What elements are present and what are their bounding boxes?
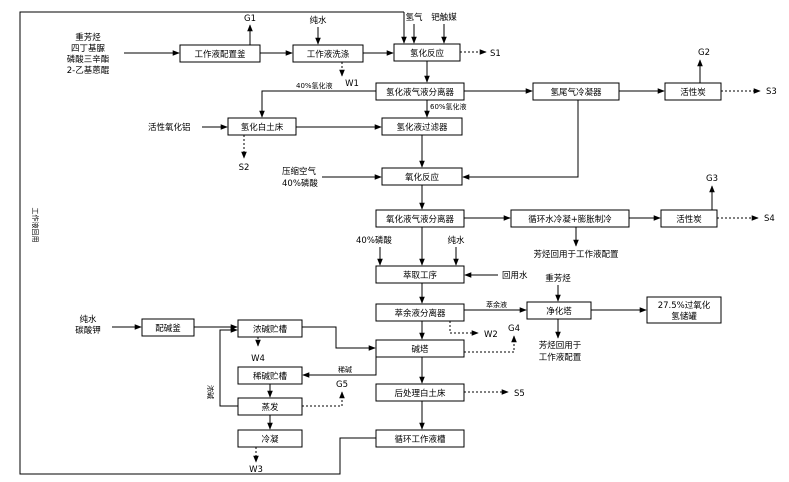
box-activated-carbon-1: 活性炭 <box>664 82 722 101</box>
phosphoric-label-1: 40%磷酸 <box>282 178 318 189</box>
pure-water-label-1: 纯水 <box>309 15 327 26</box>
hydro-60-label: 60%氢化液 <box>430 102 467 111</box>
box-hydro-filter: 氢化液过滤器 <box>381 117 463 136</box>
g1-label: G1 <box>244 14 256 24</box>
svg-text:氢化液过滤器: 氢化液过滤器 <box>396 122 448 133</box>
svg-text:萃取工序: 萃取工序 <box>403 270 438 281</box>
dilute-alkali-label: 稀碱 <box>338 365 352 374</box>
box-dilute-alkali-tank: 稀碱贮槽 <box>237 366 303 385</box>
pure-water-label-3: 纯水 <box>79 314 97 325</box>
svg-text:后处理白土床: 后处理白土床 <box>394 388 446 399</box>
svg-text:循环工作液槽: 循环工作液槽 <box>394 434 446 445</box>
box-hydro-separator: 氢化液气液分离器 <box>375 82 465 101</box>
s2-label: S2 <box>239 163 250 173</box>
svg-text:氢化白土床: 氢化白土床 <box>241 122 284 133</box>
pure-water-label-2: 纯水 <box>447 235 465 246</box>
s1-label: S1 <box>490 49 501 59</box>
box-circ-work-tank: 循环工作液槽 <box>375 429 465 448</box>
box-condensation: 冷凝 <box>237 429 303 448</box>
flow-lines <box>19 11 715 475</box>
s4-label: S4 <box>764 214 775 224</box>
box-alkali-prep: 配碱釜 <box>141 318 195 337</box>
svg-text:工作液配置: 工作液配置 <box>539 352 582 363</box>
box-product-tank: 27.5%过氧化 氢储罐 <box>646 296 722 324</box>
feed-materials-label: 重芳烃 四丁基脲 磷酸三辛酯 2-乙基蒽醌 <box>67 32 110 76</box>
box-post-white-clay: 后处理白土床 <box>375 383 465 402</box>
g5-label: G5 <box>336 380 348 390</box>
svg-text:蒸发: 蒸发 <box>261 402 279 413</box>
hydro-40-label: 40%氢化液 <box>296 81 333 90</box>
svg-text:稀碱贮槽: 稀碱贮槽 <box>253 371 288 382</box>
svg-text:四丁基脲: 四丁基脲 <box>71 43 106 54</box>
svg-text:磷酸三辛酯: 磷酸三辛酯 <box>67 54 110 65</box>
svg-text:氢化液气液分离器: 氢化液气液分离器 <box>386 87 455 98</box>
conc-alkali-side-label: 浓碱 <box>206 385 215 399</box>
svg-text:氢尾气冷凝器: 氢尾气冷凝器 <box>550 87 602 98</box>
svg-text:碱塔: 碱塔 <box>411 344 429 355</box>
box-alkali-tower: 碱塔 <box>375 339 465 358</box>
box-oxid-separator: 氧化液气液分离器 <box>375 209 465 228</box>
raffinate-label: 萃余液 <box>486 300 507 309</box>
recycled-water-label: 回用水 <box>502 270 528 281</box>
box-circ-water-cooler: 循环水冷凝+膨胀制冷 <box>510 209 630 228</box>
w3-label: W3 <box>249 465 263 475</box>
product-tank-line-2: 氢储罐 <box>671 311 697 322</box>
s5-label: S5 <box>514 389 525 399</box>
box-white-clay-bed: 氢化白土床 <box>227 117 297 136</box>
heavy-aromatics-label-2: 重芳烃 <box>545 273 571 284</box>
g2-label: G2 <box>698 48 710 58</box>
svg-text:配碱釜: 配碱釜 <box>155 323 181 334</box>
box-activated-carbon-2: 活性炭 <box>660 209 718 228</box>
palladium-catalyst-label: 钯触媒 <box>431 12 457 23</box>
box-oxidation-reactor: 氧化反应 <box>381 167 463 186</box>
svg-text:氧化反应: 氧化反应 <box>405 172 440 183</box>
compressed-air-label: 压缩空气 <box>282 166 317 177</box>
svg-text:净化塔: 净化塔 <box>546 306 572 317</box>
svg-text:萃余液分离器: 萃余液分离器 <box>394 308 446 319</box>
box-hydro-tail-cooler: 氢尾气冷凝器 <box>532 82 620 101</box>
svg-text:氢化反应: 氢化反应 <box>410 48 445 59</box>
svg-text:工作液配置釜: 工作液配置釜 <box>194 49 246 60</box>
g4-label: G4 <box>508 324 520 334</box>
svg-text:氧化液气液分离器: 氧化液气液分离器 <box>386 214 455 225</box>
aromatics-reuse-label-2: 芳烃回用于 工作液配置 <box>539 340 582 363</box>
g3-label: G3 <box>706 174 718 184</box>
box-purify-tower: 净化塔 <box>526 301 592 320</box>
w4-label: W4 <box>251 354 265 364</box>
box-hydro-reactor: 氢化反应 <box>393 43 461 62</box>
phosphoric-label-2: 40%磷酸 <box>356 235 392 246</box>
product-tank-line-1: 27.5%过氧化 <box>658 300 711 311</box>
svg-text:工作液洗涤: 工作液洗涤 <box>307 49 350 60</box>
work-fluid-return-label: 工作液回用 <box>31 208 40 243</box>
svg-text:2-乙基蒽醌: 2-乙基蒽醌 <box>67 65 110 76</box>
box-evaporation: 蒸发 <box>237 397 303 416</box>
svg-text:冷凝: 冷凝 <box>261 434 279 445</box>
aromatics-reuse-label-1: 芳烃回用于工作液配置 <box>533 249 619 260</box>
activated-alumina-label: 活性氧化铝 <box>148 122 191 133</box>
w1-label: W1 <box>345 79 359 89</box>
box-work-wash: 工作液洗涤 <box>292 44 364 63</box>
svg-text:活性炭: 活性炭 <box>676 214 702 225</box>
svg-text:重芳烃: 重芳烃 <box>75 32 101 43</box>
box-work-prep: 工作液配置釜 <box>179 44 261 63</box>
w2-label: W2 <box>484 330 498 340</box>
box-conc-alkali-tank: 浓碱贮槽 <box>237 319 303 338</box>
s3-label: S3 <box>766 87 777 97</box>
box-extraction: 萃取工序 <box>375 265 465 284</box>
hydrogen-label: 氢气 <box>405 12 423 23</box>
emission-lines <box>241 49 761 463</box>
svg-text:循环水冷凝+膨胀制冷: 循环水冷凝+膨胀制冷 <box>528 214 612 225</box>
svg-text:芳烃回用于: 芳烃回用于 <box>539 340 582 351</box>
box-raffinate-separator: 萃余液分离器 <box>375 303 465 322</box>
svg-text:活性炭: 活性炭 <box>680 87 706 98</box>
svg-text:浓碱贮槽: 浓碱贮槽 <box>253 324 288 335</box>
potassium-carbonate-label: 碳酸钾 <box>75 325 101 336</box>
